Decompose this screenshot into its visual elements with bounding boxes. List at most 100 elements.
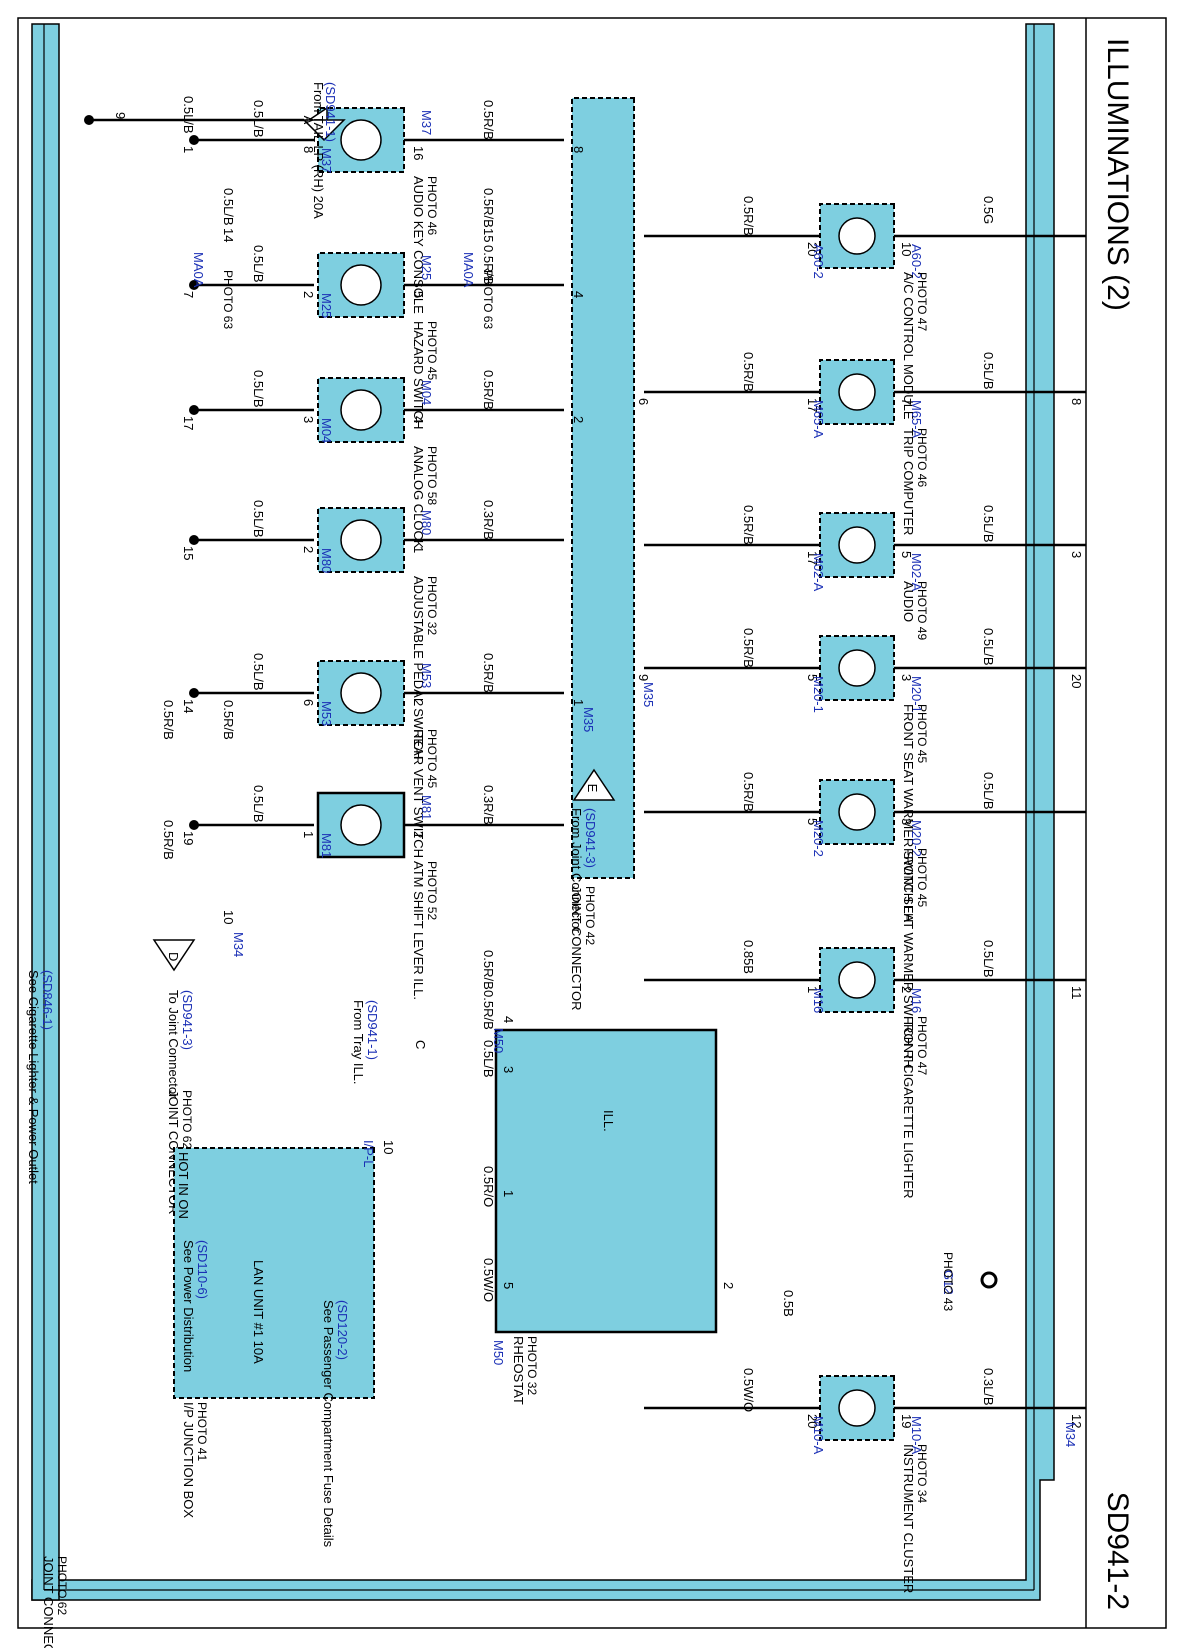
m20_1-photo: PHOTO 45 bbox=[915, 704, 929, 763]
ip-junction-box: I/P JUNCTION BOX PHOTO 41 HOT IN ON See … bbox=[173, 1140, 496, 1548]
tray-ill-ref: (SD941-1) bbox=[365, 1000, 380, 1060]
junction-see-power: See Power Distribution bbox=[181, 1240, 196, 1372]
jc-mid-photo: PHOTO 42 bbox=[583, 886, 597, 945]
m20_2-conn-bot: M20-2 bbox=[909, 820, 924, 857]
m37-conn-in: M37 bbox=[319, 148, 334, 173]
tray-ill-wire3: 0.5L/B bbox=[481, 1040, 496, 1078]
m53-bus-pin: 14 bbox=[181, 699, 196, 713]
m20_1-conn-bot: M20-1 bbox=[909, 676, 924, 713]
cig-ref: (SD846-1) bbox=[40, 970, 55, 1030]
m65-bus-pin: 8 bbox=[1069, 398, 1084, 405]
m81-conn-out: M81 bbox=[419, 795, 434, 820]
junction-name: I/P JUNCTION BOX bbox=[181, 1402, 196, 1518]
m20_1-pin-bot: 3 bbox=[899, 674, 914, 681]
a60-wire-top: 0.5R/B bbox=[741, 196, 756, 236]
ma0a-pin-bot: 14 bbox=[221, 228, 236, 242]
rheostat-conn-bot: M50 bbox=[491, 1340, 506, 1365]
ma0a-photo-top: PHOTO 63 bbox=[481, 270, 495, 329]
splice-to-rheo: 0.5R/B bbox=[481, 950, 496, 990]
m25-name: HAZARD SWITCH bbox=[411, 321, 426, 429]
tray-ill-letter: C bbox=[413, 1040, 428, 1049]
m02-conn-bot: M02-A bbox=[909, 553, 924, 592]
joint-connector-mid bbox=[571, 97, 635, 879]
splice-m81-link: 0.5R/B bbox=[161, 820, 176, 860]
m02-bus-pin: 3 bbox=[1069, 551, 1084, 558]
m04-jc-pin: 2 bbox=[571, 416, 586, 423]
m02-name: AUDIO bbox=[901, 581, 916, 622]
a60-pin-bot: 10 bbox=[899, 242, 914, 256]
jc-mid-ref: (SD941-3) bbox=[583, 808, 598, 868]
rheostat-pin1: 1 bbox=[501, 1190, 516, 1197]
ma0a-pin-top: 15 bbox=[481, 228, 496, 242]
m20_2-photo: PHOTO 45 bbox=[915, 848, 929, 907]
junction-fuse: LAN UNIT #1 10A bbox=[251, 1260, 266, 1364]
m04-conn-out: M04 bbox=[419, 380, 434, 405]
m81-wire-in: 0.5L/B bbox=[251, 785, 266, 823]
m80-photo: PHOTO 32 bbox=[425, 576, 439, 635]
m25-wire-in: 0.5L/B bbox=[251, 245, 266, 283]
a60-name: A/C CONTROL MODULE bbox=[901, 272, 916, 420]
m81-name: ATM SHIFT LEVER ILL. bbox=[411, 861, 426, 1000]
m81-bus-pin: 19 bbox=[181, 831, 196, 845]
m16-photo: PHOTO 47 bbox=[915, 1016, 929, 1075]
m25-jc-pin: 4 bbox=[571, 291, 586, 298]
m25-wire-out: 0.5R/B bbox=[481, 245, 496, 285]
tail-lp-letter: A bbox=[301, 116, 316, 125]
m04-wire-out: 0.5R/B bbox=[481, 370, 496, 410]
jc-top-pin: 10 bbox=[221, 910, 236, 924]
m10-pin-top: 20 bbox=[805, 1414, 820, 1428]
rheostat-conn-top: M50 bbox=[491, 1028, 506, 1053]
m20_2-pin-top: 5 bbox=[805, 818, 820, 825]
splice-m80-link: 0.5R/B bbox=[161, 700, 176, 740]
m04-photo: PHOTO 58 bbox=[425, 446, 439, 505]
m25-lamp-icon bbox=[340, 264, 382, 306]
m53-jc-pin: 1 bbox=[571, 699, 586, 706]
tail-lp-wire: 0.5L/B bbox=[181, 96, 196, 134]
m20_1-conn-top: M20-1 bbox=[811, 676, 826, 713]
tray-ill-wire4: 0.5R/B bbox=[481, 990, 496, 1030]
m04-pin-out: 4 bbox=[411, 416, 426, 423]
m16-bus-pin: 11 bbox=[1069, 986, 1084, 1000]
ground-wire: 0.5B bbox=[781, 1290, 796, 1317]
m16-conn-bot: M16 bbox=[909, 988, 924, 1013]
a60-photo: PHOTO 47 bbox=[915, 272, 929, 331]
m80-wire-in: 0.5L/B bbox=[251, 500, 266, 538]
m25-pin-out: 5 bbox=[411, 291, 426, 298]
page-title: ILLUMINATIONS (2) bbox=[1101, 38, 1134, 311]
m20_1-pin-top: 5 bbox=[805, 674, 820, 681]
m04-name: ANALOG CLOCK bbox=[411, 446, 426, 549]
junction-conn: I/P-L bbox=[361, 1140, 376, 1167]
m10-wire-top: 0.5W/O bbox=[741, 1368, 756, 1412]
m53-lamp-icon bbox=[340, 672, 382, 714]
m20_2-wire-top: 0.5R/B bbox=[741, 772, 756, 812]
joint-connector-bottom-labels: JOINT CONNECTOR PHOTO 62 bbox=[41, 1556, 69, 1648]
m37-conn-out: M37 bbox=[419, 110, 434, 135]
tray-ill-source: From Tray ILL. (SD941-1) C 0.5R/B 0.5L/B bbox=[351, 990, 496, 1085]
m37-jc-pin: 8 bbox=[571, 146, 586, 153]
m80-conn-out: M80 bbox=[419, 510, 434, 535]
m20_1-bus-pin: 20 bbox=[1069, 674, 1084, 688]
m04-lamp-icon bbox=[340, 389, 382, 431]
m53-name: REAR VENT SWITCH bbox=[411, 729, 426, 858]
rheostat-pin2: 2 bbox=[721, 1282, 736, 1289]
junction-box bbox=[173, 1147, 375, 1399]
m02-conn-top: M02-A bbox=[811, 553, 826, 592]
m65-conn-top: M65-A bbox=[811, 400, 826, 439]
rheostat-box bbox=[494, 1028, 718, 1334]
cig-see: See Cigarette Lighter & Power Outlet bbox=[26, 970, 41, 1184]
jc-bot-photo: PHOTO 62 bbox=[55, 1556, 69, 1615]
a60-lamp-icon bbox=[838, 217, 876, 255]
ground-name: G12 bbox=[941, 1270, 956, 1295]
m81-photo: PHOTO 52 bbox=[425, 861, 439, 920]
m80-bus-pin: 15 bbox=[181, 546, 196, 560]
jc-mid-letter: E bbox=[585, 784, 600, 793]
